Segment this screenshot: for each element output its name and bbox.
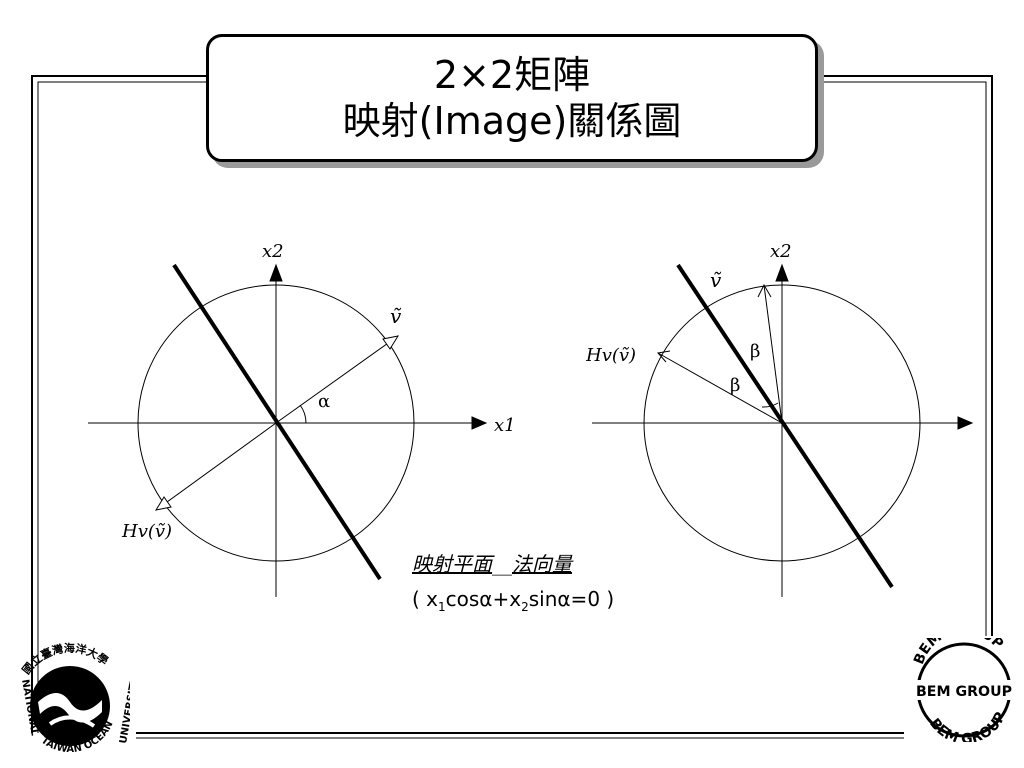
equation-open: ( x bbox=[412, 587, 438, 611]
vector-v-arrowhead bbox=[382, 335, 400, 350]
caption: 映射平面__法向量 bbox=[412, 552, 572, 576]
vector-label-right: ṽ bbox=[710, 268, 722, 292]
vector-v-right bbox=[763, 284, 783, 424]
beta-label-lower: β bbox=[730, 375, 740, 396]
x1-arrowhead-right bbox=[957, 416, 974, 430]
vector-hv-right bbox=[657, 352, 783, 424]
x1-label-left: x1 bbox=[494, 415, 516, 436]
title-box: 2×2矩陣 映射(Image)關係圖 bbox=[206, 34, 818, 162]
equation-sub1: 1 bbox=[438, 600, 446, 614]
ntou-logo: 國立臺灣海洋大學 TAIWAN OCEAN NATIONAL UNIVERSIT… bbox=[19, 641, 130, 755]
angle-arc-alpha bbox=[299, 404, 307, 424]
logo-right-bottom: BEM GROUP bbox=[926, 710, 1009, 742]
caption-part2: 法向量 bbox=[512, 552, 572, 576]
logo-right-middle: BEM GROUP bbox=[916, 684, 1012, 700]
plane-equation: ( x1cosα+x2sinα=0 ) bbox=[412, 587, 614, 614]
equation-sub2: 2 bbox=[521, 600, 529, 614]
title-line-1: 2×2矩陣 bbox=[433, 53, 591, 97]
vector-hv-right-arrowhead bbox=[657, 350, 671, 363]
mirror-line-right bbox=[676, 263, 894, 589]
right-diagram: x2 ṽ β β Hv(ṽ) bbox=[586, 241, 974, 597]
vector-hv-left bbox=[155, 422, 277, 511]
x2-label-right: x2 bbox=[770, 241, 792, 262]
bem-group-logo: BEM GROUP BEM GROUP BEM GROUP bbox=[912, 638, 1014, 742]
hv-label-left: Hv(ṽ) bbox=[121, 521, 172, 542]
x2-arrowhead-right bbox=[775, 263, 789, 282]
caption-part1: 映射平面 bbox=[412, 552, 492, 576]
left-diagram: x2 x1 ṽ α Hv(ṽ) bbox=[88, 241, 516, 597]
vector-label-left: ṽ bbox=[390, 304, 402, 328]
equation-mid1: cosα+x bbox=[445, 587, 522, 611]
x2-label-left: x2 bbox=[262, 241, 284, 262]
x1-arrowhead bbox=[471, 416, 488, 430]
vector-hv-arrowhead bbox=[154, 496, 172, 511]
beta-label-upper: β bbox=[750, 341, 760, 362]
title-line-2: 映射(Image)關係圖 bbox=[342, 99, 682, 143]
vector-v-left bbox=[275, 335, 399, 424]
equation-mid2: sinα=0 ) bbox=[528, 587, 615, 611]
x2-arrowhead bbox=[269, 263, 283, 282]
hv-label-right: Hv(ṽ) bbox=[586, 345, 636, 366]
vector-v-right-arrowhead bbox=[757, 283, 772, 298]
logo-left-side-right: UNIVERSITY bbox=[118, 675, 130, 744]
angle-arc-beta bbox=[761, 402, 779, 408]
svg-text:BEM GROUP: BEM GROUP bbox=[926, 710, 1009, 742]
alpha-label: α bbox=[318, 391, 330, 412]
